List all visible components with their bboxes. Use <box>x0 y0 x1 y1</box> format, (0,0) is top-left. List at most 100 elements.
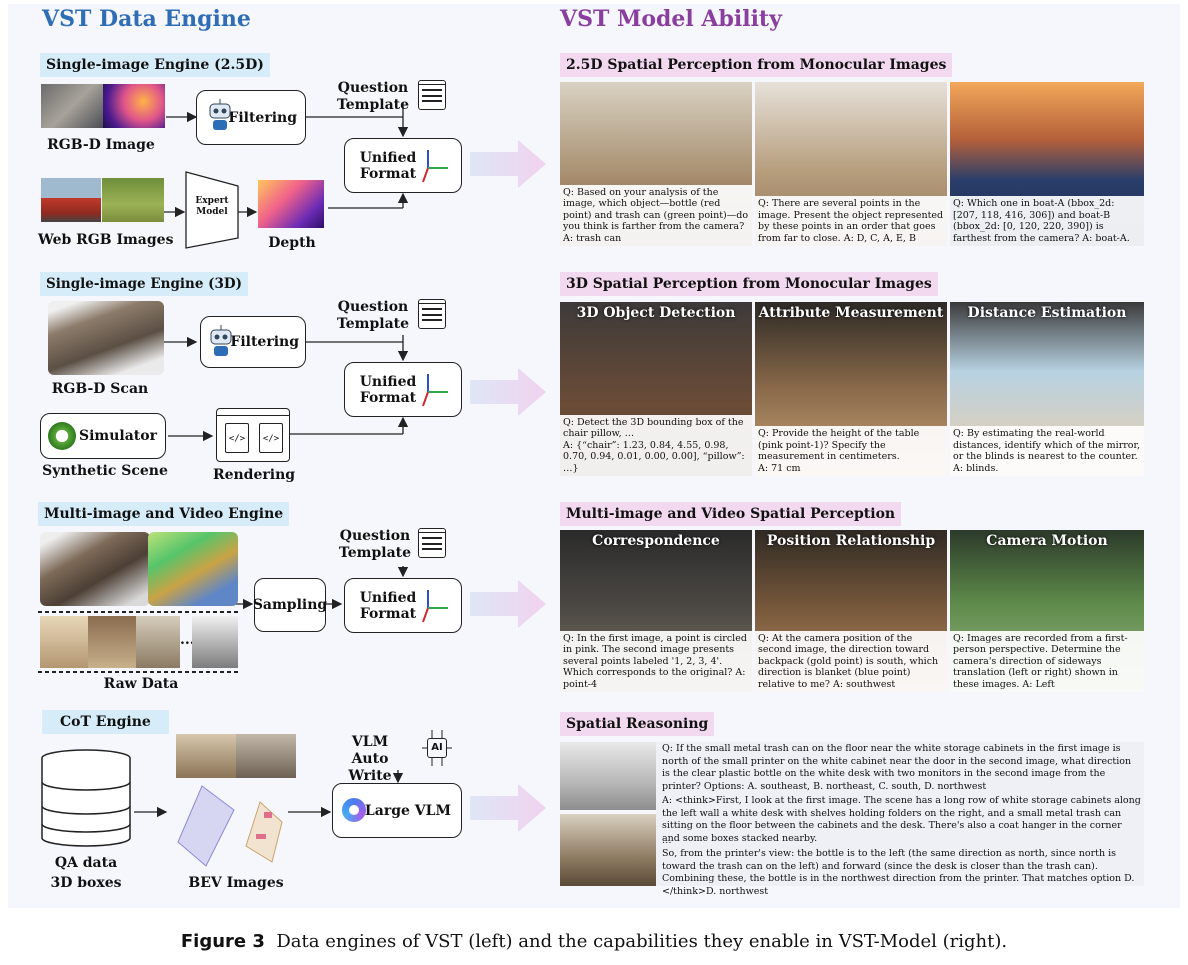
figure-caption: Figure 3 Data engines of VST (left) and … <box>0 931 1188 952</box>
unified-format-box-25d: Unified Format <box>344 138 462 193</box>
unified-format-box-3d: Unified Format <box>344 362 462 417</box>
panel-caption: Q: At the camera position of the second … <box>755 630 947 692</box>
question-template-label-multi: Question Template <box>338 528 412 561</box>
panel-head: Correspondence <box>592 533 720 549</box>
ability-multi-panel-3: Camera Motion Q: Images are recorded fro… <box>950 530 1144 692</box>
rgb-image-thumbnail <box>41 84 103 128</box>
ability-3d-panel-1: 3D Object Detection Q: Detect the 3D bou… <box>560 302 752 476</box>
figure-caption-text: Data engines of VST (left) and the capab… <box>276 931 1008 952</box>
reasoning-answer-end: So, from the printer's view: the bottle … <box>662 848 1135 897</box>
simulator-logo-icon <box>48 422 76 450</box>
web-image-zebra-thumbnail <box>102 178 164 222</box>
filtering-label: Filtering <box>228 109 297 126</box>
robot-icon <box>206 324 236 360</box>
ability-25d-title: 2.5D Spatial Perception from Monocular I… <box>560 53 953 77</box>
panel-head: Position Relationship <box>766 533 936 549</box>
large-vlm-label: Large VLM <box>364 802 451 819</box>
panel-head: 3D Object Detection <box>576 305 736 321</box>
raw-frame-1 <box>40 616 88 668</box>
ability-multi-title: Multi-image and Video Spatial Perception <box>560 502 902 526</box>
ability-multi-panel-1: Correspondence Q: In the first image, a … <box>560 530 752 692</box>
depth-output-thumbnail <box>258 180 324 228</box>
engine-3d-title: Single-image Engine (3D) <box>40 272 248 296</box>
template-doc-icon <box>418 528 446 558</box>
engine-25d-title: Single-image Engine (2.5D) <box>40 53 270 77</box>
unified-format-box-multi: Unified Format <box>344 578 462 633</box>
bev-images-label: BEV Images <box>188 875 284 891</box>
panel-caption: Q: Which one in boat-A (bbox_2d: [207, 1… <box>950 196 1144 246</box>
3d-boxes-label: 3D boxes <box>50 875 122 891</box>
rgbd-scan-thumbnail <box>48 301 164 375</box>
reasoning-image-1 <box>560 742 656 810</box>
vlm-auto-write-label: VLM Auto Write <box>348 734 392 784</box>
rendering-window-icon: </> </> <box>216 408 290 462</box>
engine-cot-title: CoT Engine <box>42 710 169 734</box>
panel-caption: Q: By estimating the real-world distance… <box>950 426 1144 476</box>
template-doc-icon <box>418 299 446 329</box>
engine-multi-title: Multi-image and Video Engine <box>38 502 290 526</box>
unified-format-label: Unified Format <box>359 373 417 406</box>
reasoning-image-2 <box>560 814 656 886</box>
ability-3d-panel-3: Distance Estimation Q: By estimating the… <box>950 302 1144 476</box>
depth-image-thumbnail <box>103 84 165 128</box>
panel-head: Distance Estimation <box>967 305 1127 321</box>
left-title: VST Data Engine <box>42 6 251 32</box>
reasoning-question: Q: If the small metal trash can on the f… <box>662 743 1132 792</box>
panel-caption: Q: There are several points in the image… <box>755 196 947 246</box>
scan-thumbnail-1 <box>40 532 150 606</box>
unified-format-label: Unified Format <box>359 589 417 622</box>
scan-thumbnail-2 <box>148 532 238 606</box>
depth-label: Depth <box>268 235 316 251</box>
sampling-box: Sampling <box>252 578 328 632</box>
axis-icon <box>420 372 454 410</box>
vlm-logo-icon <box>342 798 366 822</box>
panel-caption: Q: In the first image, a point is circle… <box>560 630 752 692</box>
ability-25d-panel-2: Q: There are several points in the image… <box>755 82 947 246</box>
panel-caption: Q: Images are recorded from a first-pers… <box>950 630 1144 692</box>
ability-25d-panel-1: Q: Based on your analysis of the image, … <box>560 82 752 246</box>
panel-head: Camera Motion <box>986 533 1108 549</box>
panel-caption: Q: Detect the 3D bounding box of the cha… <box>560 414 752 476</box>
ability-3d-panel-2: Attribute Measurement Q: Provide the hei… <box>755 302 947 476</box>
question-template-label-3d: Question Template <box>336 299 410 332</box>
raw-data-label: Raw Data <box>103 676 179 692</box>
question-template-label-25d: Question Template <box>336 80 410 113</box>
axis-icon <box>420 588 454 626</box>
robot-icon <box>205 98 235 134</box>
simulator-label: Simulator <box>79 428 157 444</box>
web-rgb-label: Web RGB Images <box>38 232 174 248</box>
qa-data-label: QA data <box>54 855 118 871</box>
ability-3d-title: 3D Spatial Perception from Monocular Ima… <box>560 272 938 296</box>
rgbd-image-label: RGB-D Image <box>47 137 155 153</box>
raw-frame-4 <box>192 616 238 668</box>
bev-map <box>176 782 296 872</box>
database-icon <box>40 748 132 848</box>
raw-data-ellipsis: ... <box>180 632 195 648</box>
bev-source-image-1 <box>176 734 236 778</box>
panel-head: Attribute Measurement <box>758 305 944 321</box>
rendering-label: Rendering <box>212 467 296 483</box>
expert-model-label: Expert Model <box>195 196 229 217</box>
right-title: VST Model Ability <box>560 6 782 32</box>
rgbd-scan-label: RGB-D Scan <box>51 381 149 397</box>
filtering-label: Filtering <box>230 334 299 350</box>
web-image-bus-thumbnail <box>41 178 101 222</box>
raw-frame-2 <box>88 616 136 668</box>
panel-caption: Q: Provide the height of the table (pink… <box>755 426 947 476</box>
bev-source-image-2 <box>236 734 296 778</box>
axis-icon <box>420 148 454 186</box>
ai-chip-text: AI <box>427 738 447 758</box>
template-doc-icon <box>418 80 446 110</box>
ai-chip-icon: AI <box>422 728 452 768</box>
synthetic-scene-label: Synthetic Scene <box>42 463 168 479</box>
ability-multi-panel-2: Position Relationship Q: At the camera p… <box>755 530 947 692</box>
reasoning-answer-start: A: <think>First, I look at the first ima… <box>662 795 1141 844</box>
unified-format-label: Unified Format <box>359 149 417 182</box>
reasoning-ellipsis: … <box>662 835 672 846</box>
ability-25d-panel-3: Q: Which one in boat-A (bbox_2d: [207, 1… <box>950 82 1144 246</box>
sampling-label: Sampling <box>252 597 328 613</box>
raw-frame-3 <box>136 616 180 668</box>
ability-reasoning-title: Spatial Reasoning <box>560 712 715 736</box>
panel-caption: Q: Based on your analysis of the image, … <box>560 184 752 246</box>
